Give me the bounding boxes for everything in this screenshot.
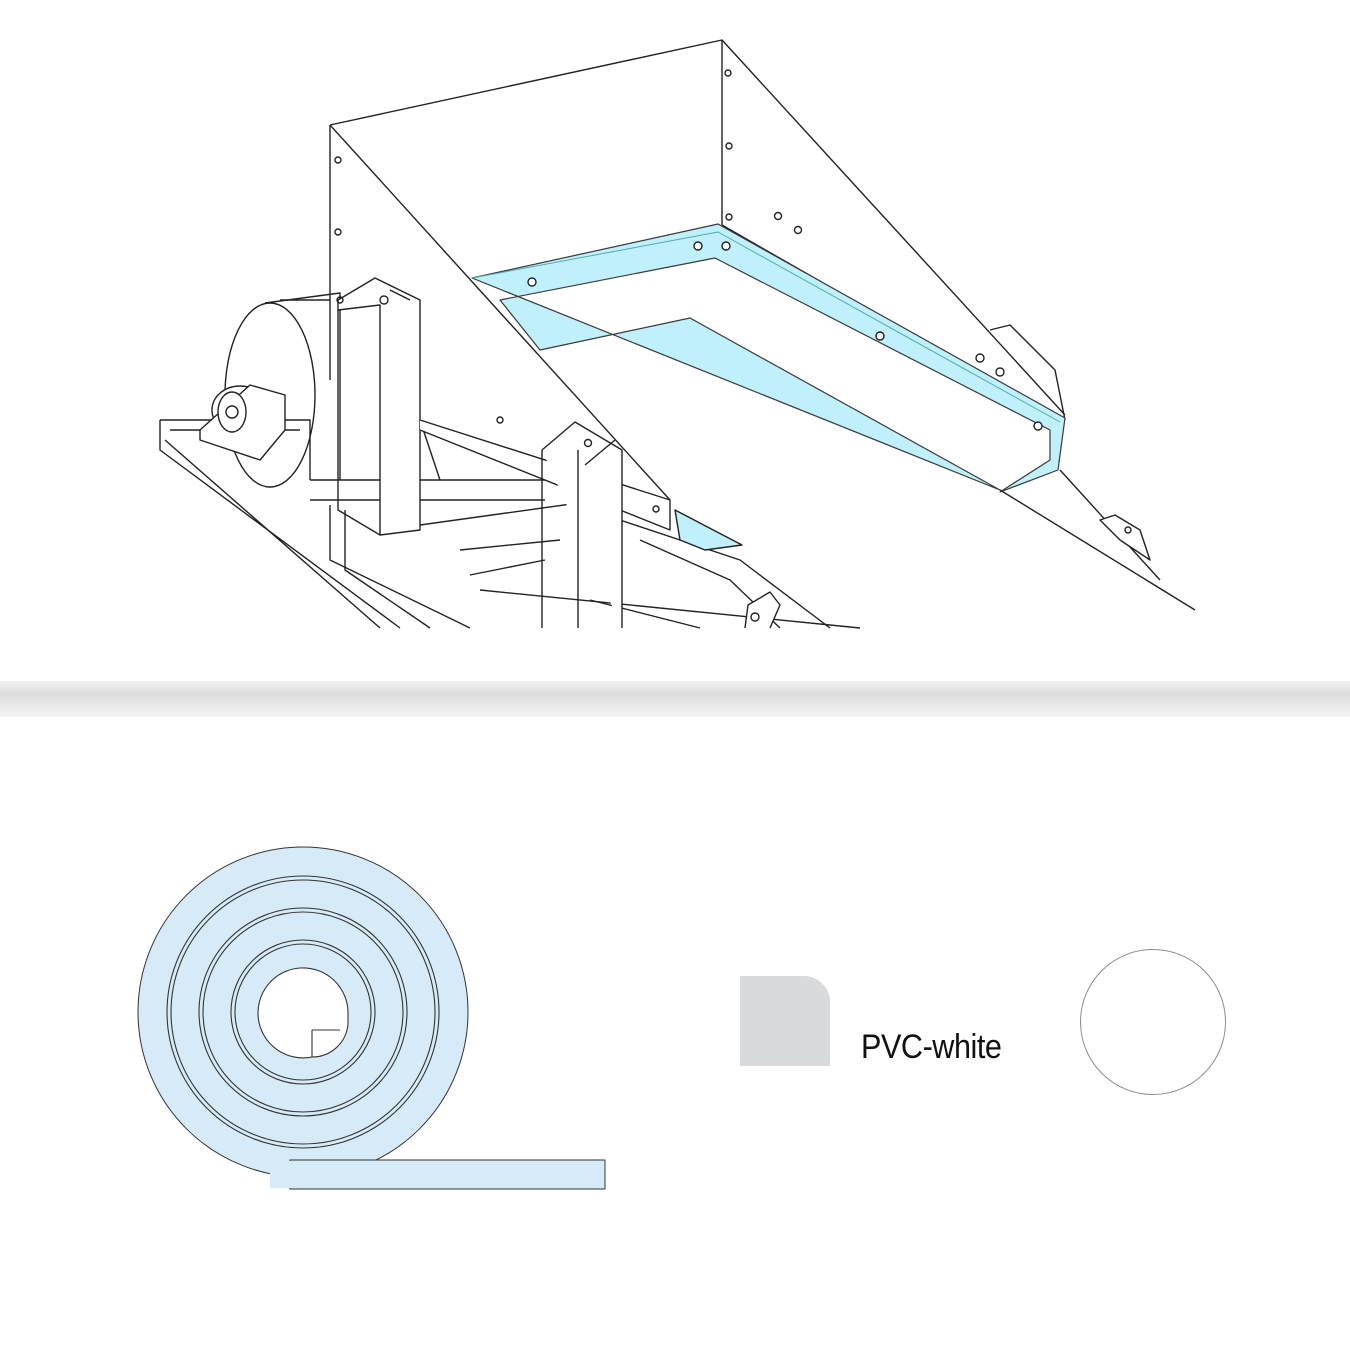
rolled-strip-icon <box>137 846 606 1190</box>
pulley-drum <box>199 292 441 488</box>
section-divider <box>0 681 1350 717</box>
chute-liner-illustration <box>159 39 1196 629</box>
hopper-left-wall <box>329 39 1066 531</box>
liner-strip <box>471 223 1066 493</box>
material-label: PVC-white <box>861 1028 1002 1066</box>
left-upright <box>336 277 421 536</box>
belt-chute <box>744 469 1196 629</box>
material-legend-graphics <box>137 846 606 1190</box>
profile-section-icon <box>740 976 830 1066</box>
color-circle-icon <box>1080 949 1226 1095</box>
liner-corner <box>674 509 743 551</box>
front-upright <box>541 421 623 628</box>
